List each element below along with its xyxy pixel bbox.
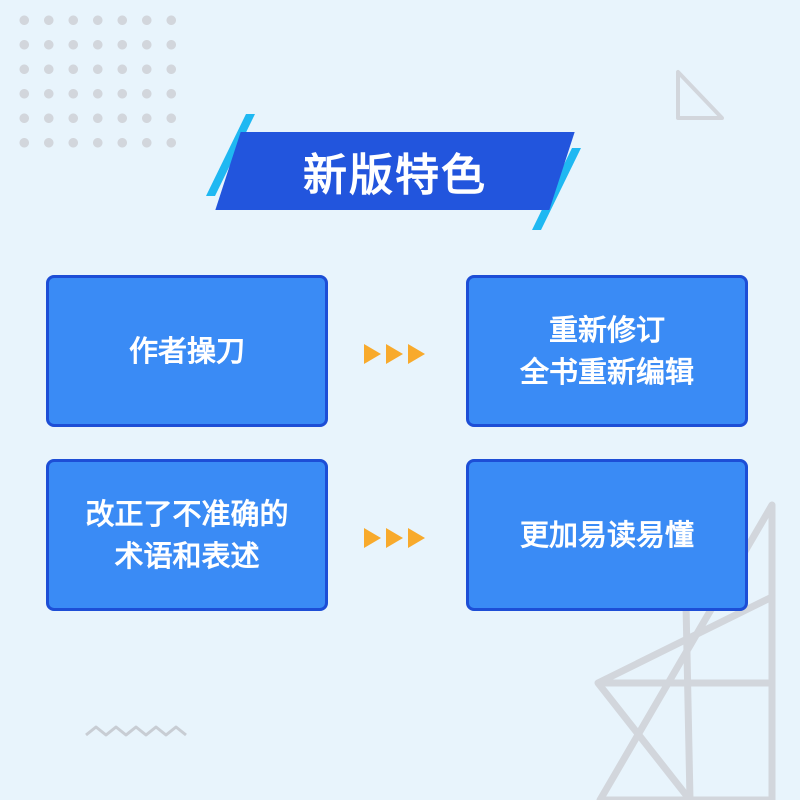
card-text-line: 重新修订 bbox=[548, 313, 665, 347]
triangle-arrow-icon bbox=[386, 344, 403, 364]
feature-card-author: 作者操刀 bbox=[46, 275, 328, 427]
feature-card-readability: 更加易读易懂 bbox=[466, 459, 748, 611]
triangle-arrow-icon bbox=[408, 344, 425, 364]
card-text-line: 全书重新编辑 bbox=[519, 355, 694, 389]
triangle-arrow-icon bbox=[364, 528, 381, 548]
card-text-line: 术语和表述 bbox=[114, 539, 260, 573]
small-triangle-outline bbox=[676, 70, 724, 120]
triangle-arrow-icon bbox=[364, 344, 381, 364]
arrow-group-2 bbox=[364, 526, 436, 550]
triangle-arrow-icon bbox=[386, 528, 403, 548]
feature-card-revision: 重新修订 全书重新编辑 bbox=[466, 275, 748, 427]
triangle-arrow-icon bbox=[408, 528, 425, 548]
card-text-line: 改正了不准确的 bbox=[85, 497, 289, 531]
card-text-line: 更加易读易懂 bbox=[519, 518, 694, 552]
page-title: 新版特色 bbox=[303, 150, 487, 201]
zigzag-line bbox=[85, 725, 187, 737]
arrow-group-1 bbox=[364, 342, 436, 366]
dot-grid-pattern bbox=[12, 8, 182, 148]
feature-card-corrections: 改正了不准确的 术语和表述 bbox=[46, 459, 328, 611]
card-text-line: 作者操刀 bbox=[128, 334, 245, 368]
